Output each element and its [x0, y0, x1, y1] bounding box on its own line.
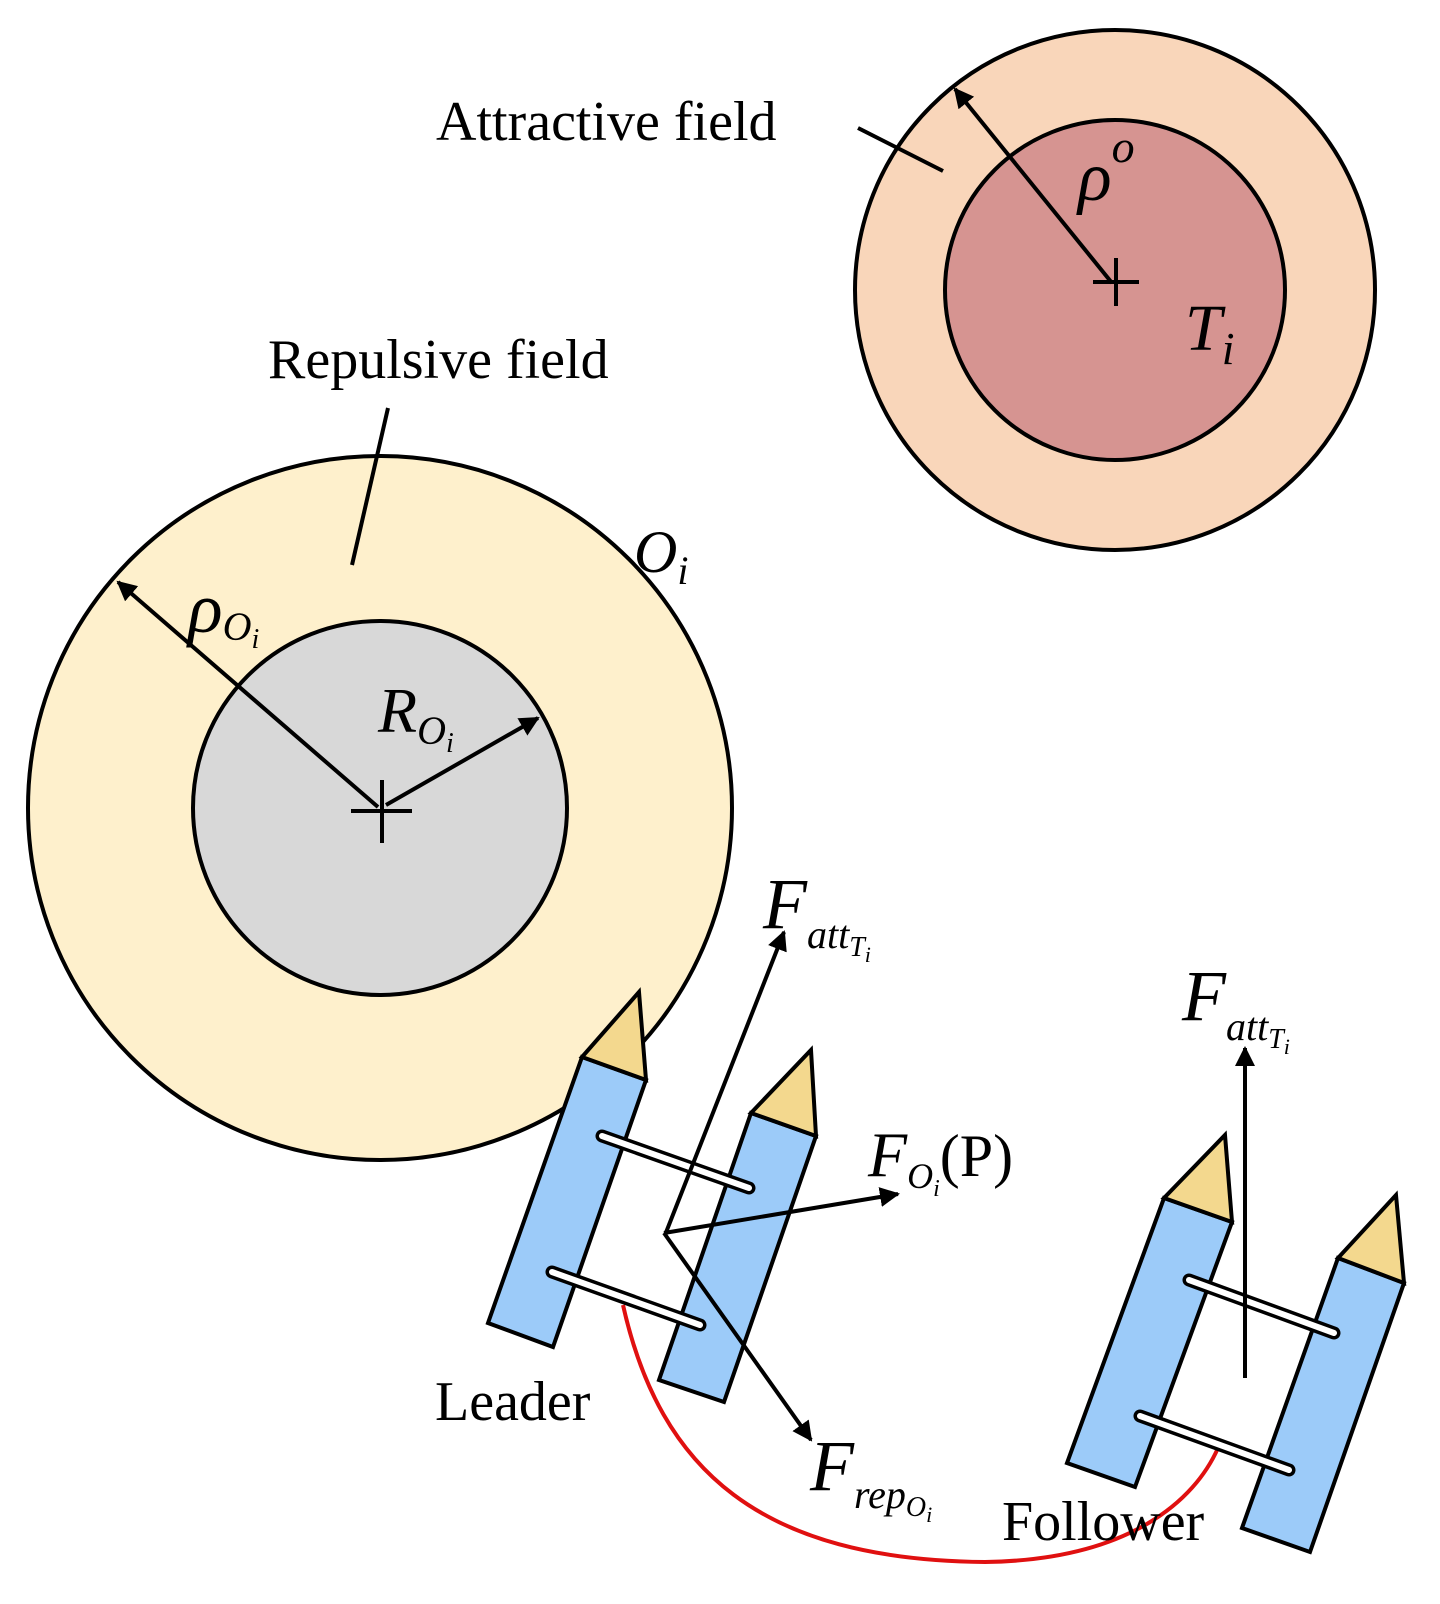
leader-left-hull-tip	[578, 987, 649, 1083]
leader-vehicle	[485, 987, 819, 1405]
F-rep-symbol: FrepOi	[809, 1426, 932, 1527]
rho-O-symbol: ρOi	[186, 568, 259, 655]
attractive-field-label: Attractive field	[436, 91, 777, 153]
repulsive-field-leader-line	[350, 407, 390, 566]
target-symbol: Ti	[1185, 292, 1235, 374]
obstacle-symbol: Oi	[634, 519, 688, 593]
follower-vehicle	[1064, 1130, 1407, 1555]
rho-O-arrow	[116, 580, 380, 809]
force-vectors	[662, 930, 1255, 1442]
rho-o-arrow	[953, 87, 1114, 285]
follower-F-att-symbol: FattTi	[1181, 956, 1290, 1059]
repulsive-field-label: Repulsive field	[268, 329, 609, 391]
follower-left-hull-tip	[1160, 1130, 1235, 1225]
leader-F-O-arrow	[663, 1187, 900, 1235]
leader-F-att-arrow	[663, 930, 787, 1236]
repulsive-field-group: Repulsive field Oi ρOi ROi	[26, 329, 734, 1162]
leader-rear-axle	[549, 1269, 703, 1328]
leader-F-att-symbol: FattTi	[762, 864, 871, 967]
rho-o-symbol: ρo	[1076, 121, 1135, 216]
follower-front-axle	[1186, 1277, 1337, 1336]
leader-front-axle	[599, 1133, 752, 1191]
leader-right-hull-tip	[747, 1045, 819, 1139]
follower-label: Follower	[1002, 1491, 1205, 1553]
attractive-field-leader-line	[857, 126, 944, 173]
leader-follower-link	[621, 1304, 1220, 1565]
leader-F-rep-arrow	[662, 1231, 813, 1442]
R-O-arrow	[385, 716, 540, 807]
follower-right-hull-tip	[1334, 1190, 1407, 1287]
R-O-symbol: ROi	[377, 675, 454, 759]
attractive-field-group: Attractive field ρo Ti	[436, 28, 1377, 552]
follower-rear-axle	[1137, 1413, 1292, 1473]
leader-label: Leader	[435, 1371, 591, 1433]
F-O-P-symbol: FOi(P)	[867, 1119, 1013, 1202]
